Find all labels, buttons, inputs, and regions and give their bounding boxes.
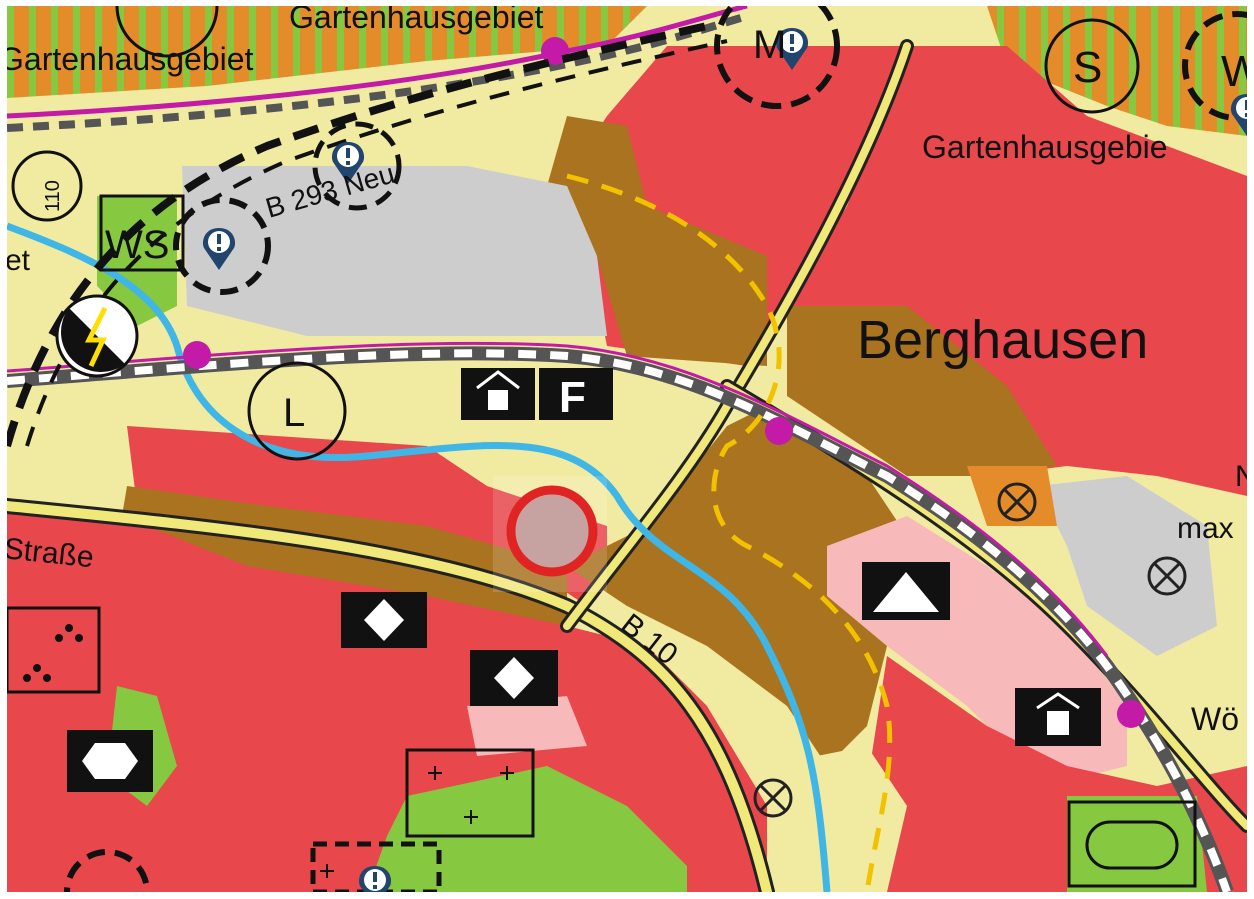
label-110: 110 — [42, 180, 64, 212]
ws-box — [99, 194, 185, 272]
land-use-map[interactable]: Gartenhausgebiet Gartenhausgebiet Garten… — [7, 6, 1247, 892]
garden-zone-top-left — [7, 6, 647, 98]
label-symbol-s: S — [1073, 43, 1102, 92]
planning-circle-m — [714, 6, 840, 109]
circle-symbol-top — [115, 6, 219, 58]
open-land-south — [767, 746, 907, 892]
label-n: N — [1235, 460, 1247, 493]
power-icon — [55, 294, 139, 378]
planned-road-b293-outline — [25, 39, 728, 447]
planning-circle-w — [1182, 11, 1247, 121]
commercial-area-east — [1037, 476, 1217, 656]
garden-zone-top-right — [987, 6, 1247, 136]
label-gartenhausgebiet-top: Gartenhausgebiet — [289, 6, 544, 35]
label-max: max — [1177, 512, 1234, 545]
label-gartenhausgebiet-right: Gartenhausgebie — [922, 129, 1168, 165]
mixed-area-b10 — [567, 406, 927, 766]
planning-circle-b293 — [312, 121, 402, 211]
symbol-box-plus — [405, 748, 535, 838]
symbol-box-diamond-1 — [341, 592, 427, 648]
commercial-area-north — [182, 166, 607, 336]
symbol-box-triangle — [862, 562, 950, 620]
boundary-yellow-dashed — [566, 173, 893, 892]
mixed-area-berghausen — [787, 306, 1057, 476]
circle-symbol-110 — [11, 150, 83, 222]
selection-marker-icon[interactable] — [506, 485, 598, 577]
warning-marker-icon[interactable] — [358, 866, 392, 892]
label-berghausen: Berghausen — [857, 310, 1148, 370]
label-symbol-w: W — [1221, 47, 1247, 96]
label-symbol-l: L — [283, 391, 305, 435]
label-et: et — [7, 244, 31, 277]
label-wo: Wö — [1191, 701, 1239, 737]
symbol-box-diamond-2 — [470, 650, 558, 706]
symbol-box-house-f — [461, 368, 613, 420]
mixed-area-north — [547, 116, 767, 366]
label-ws: WS — [105, 223, 169, 267]
railway-stations — [183, 37, 1145, 728]
special-area-pink-small — [467, 696, 587, 756]
label-symbol-m: M — [753, 23, 786, 67]
circle-symbol-s — [1044, 18, 1140, 114]
label-symbol-f: F — [559, 373, 586, 422]
planning-circle-ws — [173, 197, 271, 295]
symbol-box-house — [1015, 688, 1101, 746]
river — [7, 222, 831, 892]
mixed-area-west — [117, 486, 567, 626]
symbol-box-south — [310, 841, 442, 892]
map-frame[interactable]: Gartenhausgebiet Gartenhausgebiet Garten… — [7, 6, 1247, 892]
symbol-box-hexagon — [67, 730, 153, 792]
green-area-south — [367, 766, 687, 892]
label-gartenhausgebiet-left: Gartenhausgebiet — [7, 41, 254, 77]
symbol-box-sportsfield — [1067, 800, 1197, 888]
symbol-box-dots — [7, 606, 101, 694]
circle-symbol-l — [247, 361, 347, 461]
